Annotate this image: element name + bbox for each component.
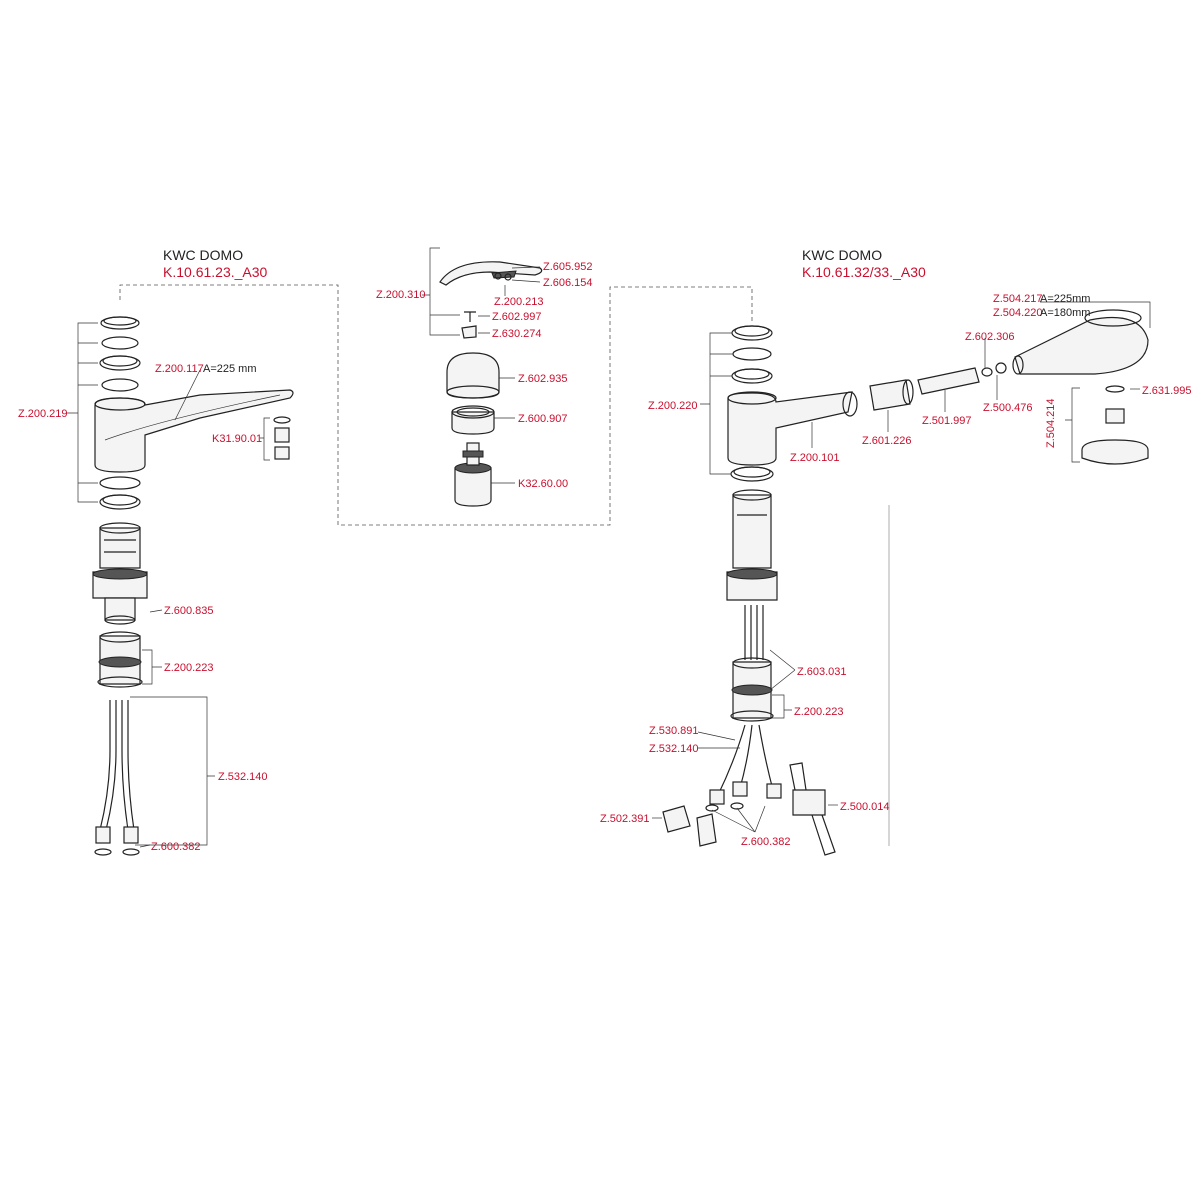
flex-hose-right [121, 700, 129, 831]
spray-insert [1105, 408, 1125, 424]
label-z532140-left: Z.532.140 [218, 771, 268, 783]
label-len-a225: A=225mm [1040, 293, 1090, 305]
adapter-z502391 [662, 805, 691, 833]
o-ring-4 [101, 378, 139, 392]
center-assembly: Z.200.310 Z.605.952 Z.606.154 Z.200.213 … [376, 247, 593, 507]
right-model-code: K.10.61.32/33._A30 [802, 264, 926, 280]
label-z200117: Z.200.117 [155, 363, 204, 375]
link-frame-dashed [119, 284, 753, 526]
label-z532140-right: Z.532.140 [649, 743, 699, 755]
label-z200220: Z.200.220 [648, 400, 698, 412]
label-z504214: Z.504.214 [1045, 398, 1057, 448]
aerator-insert [274, 427, 290, 443]
label-z500014: Z.500.014 [840, 801, 890, 813]
label-z500476: Z.500.476 [983, 402, 1033, 414]
label-z630274: Z.630.274 [492, 328, 542, 340]
screw-b [504, 273, 512, 281]
label-k319001: K31.90.01 [212, 433, 262, 445]
hand-shower [1014, 316, 1149, 375]
label-z605952: Z.605.952 [543, 261, 593, 273]
aerator-seal [273, 416, 291, 424]
cartridge-k326000 [454, 467, 492, 507]
label-z200213: Z.200.213 [494, 296, 544, 308]
label-z602997: Z.602.997 [492, 311, 542, 323]
tee-connector-z500014 [792, 789, 826, 816]
left-assembly: KWC DOMO K.10.61.23._A30 [18, 247, 294, 856]
aerator-housing [274, 446, 290, 460]
label-z631995: Z.631.995 [1142, 385, 1192, 397]
label-z602935: Z.602.935 [518, 373, 568, 385]
o-ring-2 [101, 336, 139, 350]
left-title: KWC DOMO [163, 247, 243, 263]
flex-hose-left [99, 700, 111, 831]
r-cartridge-housing [732, 494, 772, 569]
o-ring-5 [99, 476, 141, 490]
label-z504220: Z.504.220 [993, 307, 1043, 319]
label-k326000: K32.60.00 [518, 478, 568, 490]
screw-z602997 [464, 311, 476, 322]
clip-z630274 [461, 325, 477, 339]
r-hose-right [758, 724, 774, 791]
label-z501997: Z.501.997 [922, 415, 972, 427]
pullout-spout-body [727, 391, 853, 466]
seal-left [94, 848, 112, 856]
label-z502391: Z.502.391 [600, 813, 650, 825]
nut-z500476 [995, 362, 1007, 374]
r-o-ring-2 [732, 347, 772, 361]
label-z601226: Z.601.226 [862, 435, 912, 447]
label-z600835: Z.600.835 [164, 605, 214, 617]
label-z200219: Z.200.219 [18, 408, 68, 420]
seal-z631995 [1105, 385, 1125, 393]
screw-a [494, 272, 502, 280]
spray-face [1081, 439, 1149, 465]
label-z602306: Z.602.306 [965, 331, 1015, 343]
label-z603031: Z.603.031 [797, 666, 847, 678]
supply-pipes [744, 605, 764, 660]
connector-z501997 [917, 367, 980, 395]
label-z600382-right: Z.600.382 [741, 836, 791, 848]
left-model-code: K.10.61.23._A30 [163, 264, 268, 280]
label-z600907: Z.600.907 [518, 413, 568, 425]
label-len-a180: A=180mm [1040, 307, 1090, 319]
label-z530891: Z.530.891 [649, 725, 699, 737]
label-z200223-left: Z.200.223 [164, 662, 214, 674]
ring-z600907 [451, 411, 495, 435]
cartridge-housing [99, 527, 141, 569]
cap-dome [446, 352, 500, 399]
adapter-2 [696, 813, 717, 847]
spout-body [94, 389, 294, 473]
hose-nut-right [123, 826, 139, 844]
label-z504217: Z.504.217 [993, 293, 1043, 305]
label-z600382-left: Z.600.382 [151, 841, 201, 853]
right-title: KWC DOMO [802, 247, 882, 263]
label-z200101: Z.200.101 [790, 452, 840, 464]
seal-right [122, 848, 140, 856]
right-assembly: KWC DOMO K.10.61.32/33._A30 [600, 247, 1192, 856]
label-z200310: Z.200.310 [376, 289, 426, 301]
label-z200223-right: Z.200.223 [794, 706, 844, 718]
lever-handle [439, 261, 543, 286]
label-spout-length: A=225 mm [203, 363, 257, 375]
hose-nut-left [95, 826, 111, 844]
r-hose-left [717, 724, 746, 796]
label-z606154: Z.606.154 [543, 277, 593, 289]
ring-z602306 [981, 367, 993, 377]
coupling-z601226 [869, 379, 911, 411]
